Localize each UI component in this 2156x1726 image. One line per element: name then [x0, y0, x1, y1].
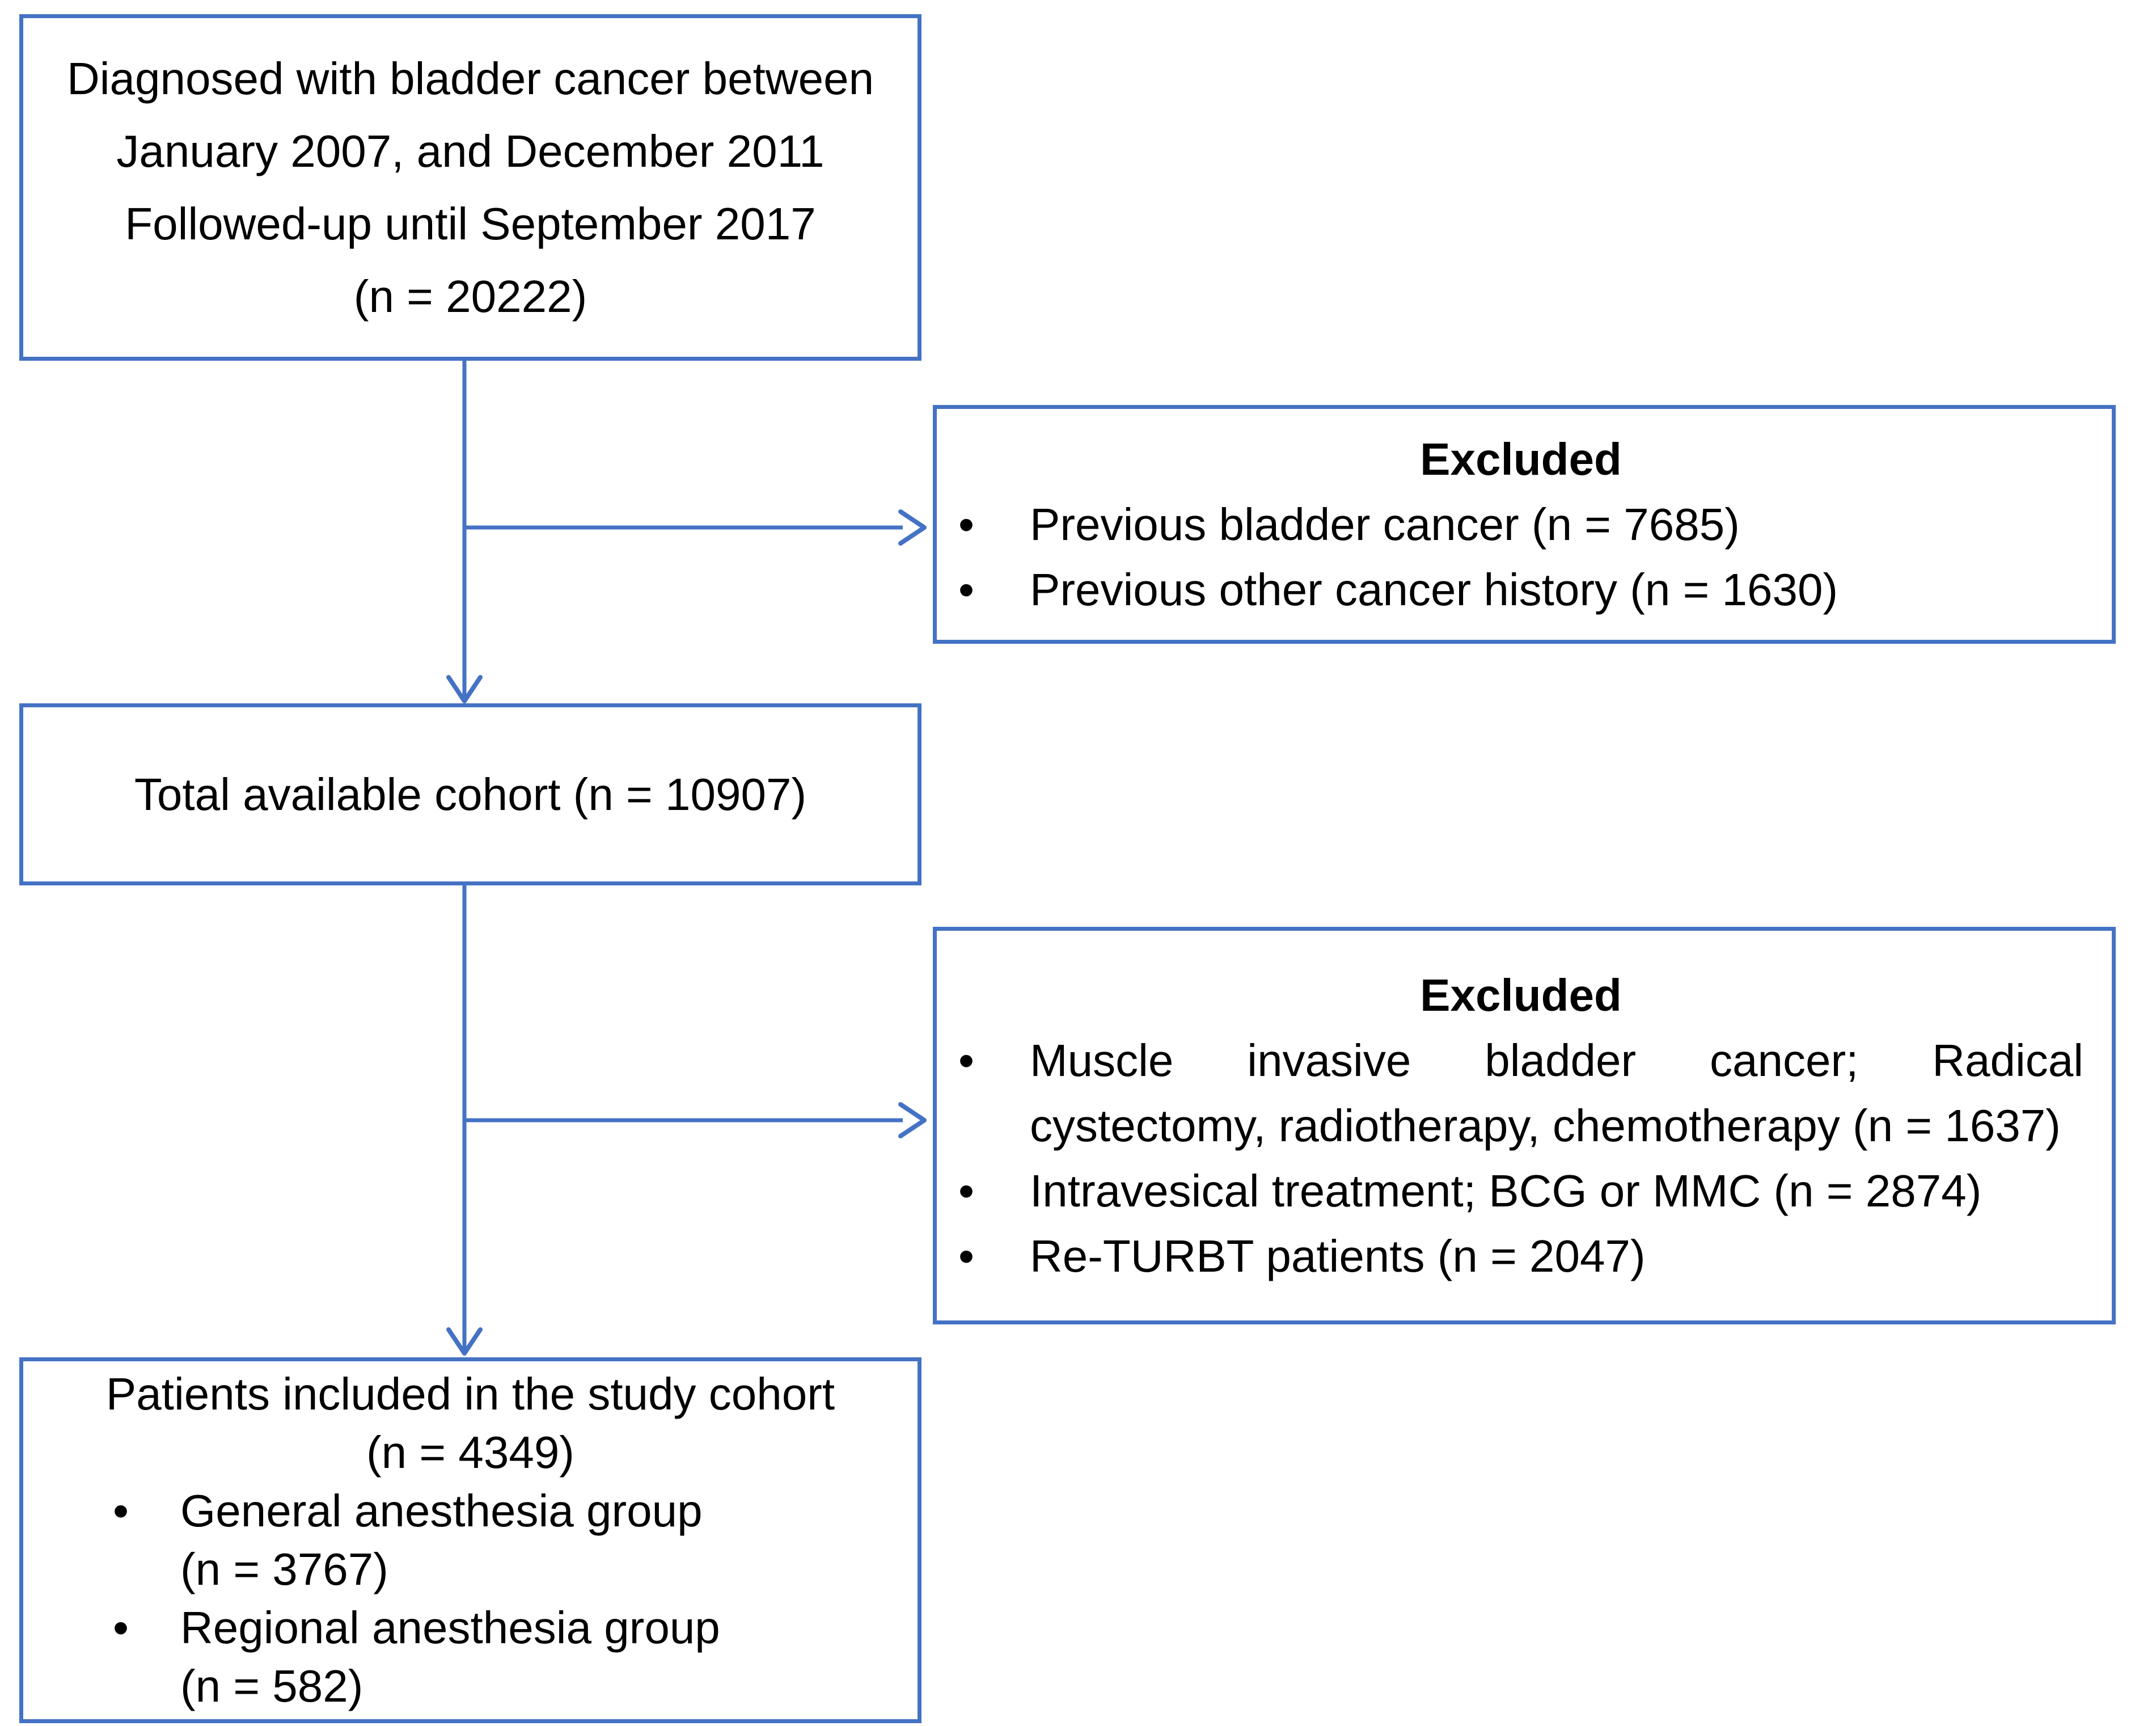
excluded-top-list: • Previous bladder cancer (n = 7685) • P…	[958, 492, 2083, 622]
excluded-bottom-item-2: Intravesical treatment; BCG or MMC (n = …	[1030, 1166, 1982, 1216]
excluded-bottom-item-3: Re-TURBT patients (n = 2047)	[1030, 1231, 1646, 1281]
item-line-1: Muscle invasive bladder cancer; Radical	[1030, 1035, 2083, 1086]
excluded-top-title: Excluded	[1420, 434, 1622, 484]
included-item-general: General anesthesia group (n = 3767)	[180, 1482, 906, 1598]
box-excluded-top: Excluded • Previous bladder cancer (n = …	[933, 405, 2116, 644]
item-line-2: (n = 582)	[180, 1661, 363, 1711]
list-item: • Intravesical treatment; BCG or MMC (n …	[958, 1158, 2083, 1223]
list-item: • Regional anesthesia group (n = 582)	[113, 1598, 906, 1715]
bullet-icon: •	[958, 1166, 975, 1216]
excluded-bottom-list: • Muscle invasive bladder cancer; Radica…	[958, 1028, 2083, 1289]
bullet-icon: •	[958, 499, 975, 550]
box-initial-cohort: Diagnosed with bladder cancer between Ja…	[19, 14, 921, 361]
list-item: • Re-TURBT patients (n = 2047)	[958, 1223, 2083, 1289]
included-list: • General anesthesia group (n = 3767) • …	[35, 1482, 906, 1715]
list-item: • Muscle invasive bladder cancer; Radica…	[958, 1028, 2083, 1158]
arrow-branch-to-excluded-bottom	[464, 1102, 927, 1138]
arrow-right-icon	[898, 509, 927, 546]
bullet-icon: •	[113, 1486, 129, 1536]
excluded-bottom-title: Excluded	[1420, 970, 1622, 1020]
initial-line-1: Diagnosed with bladder cancer between	[66, 53, 874, 104]
box-excluded-bottom: Excluded • Muscle invasive bladder cance…	[933, 927, 2116, 1324]
list-item: • Previous other cancer history (n = 163…	[958, 557, 2083, 622]
initial-n-count: (n = 20222)	[353, 271, 587, 322]
initial-line-2: January 2007, and December 2011	[116, 125, 825, 176]
bullet-icon: •	[113, 1602, 129, 1653]
box-total-cohort: Total available cohort (n = 10907)	[19, 703, 921, 885]
excluded-top-item-1: Previous bladder cancer (n = 7685)	[1030, 499, 1740, 550]
included-n-count: (n = 4349)	[366, 1427, 574, 1478]
arrow-total-to-included	[446, 885, 483, 1356]
item-line-2: cystectomy, radiotherapy, chemotherapy (…	[1030, 1100, 2061, 1151]
included-item-regional: Regional anesthesia group (n = 582)	[180, 1598, 906, 1715]
arrow-initial-to-total	[446, 361, 483, 703]
arrow-branch-to-excluded-top	[464, 509, 927, 546]
excluded-bottom-item-1: Muscle invasive bladder cancer; Radical …	[1030, 1028, 2083, 1158]
list-item: • General anesthesia group (n = 3767)	[113, 1482, 906, 1598]
total-cohort-text: Total available cohort (n = 10907)	[134, 769, 807, 820]
item-line-2: (n = 3767)	[180, 1544, 388, 1594]
arrow-right-icon	[898, 1102, 927, 1138]
excluded-top-item-2: Previous other cancer history (n = 1630)	[1030, 564, 1838, 615]
bullet-icon: •	[958, 1035, 975, 1086]
arrow-down-icon	[446, 675, 483, 703]
box-study-cohort: Patients included in the study cohort (n…	[19, 1357, 921, 1723]
bullet-icon: •	[958, 1231, 975, 1281]
initial-line-3: Followed-up until September 2017	[125, 198, 816, 249]
bullet-icon: •	[958, 564, 975, 615]
item-line-1: General anesthesia group	[180, 1486, 703, 1536]
included-title: Patients included in the study cohort	[105, 1369, 835, 1419]
arrow-down-icon	[446, 1327, 483, 1356]
item-line-1: Regional anesthesia group	[180, 1602, 720, 1653]
list-item: • Previous bladder cancer (n = 7685)	[958, 492, 2083, 557]
